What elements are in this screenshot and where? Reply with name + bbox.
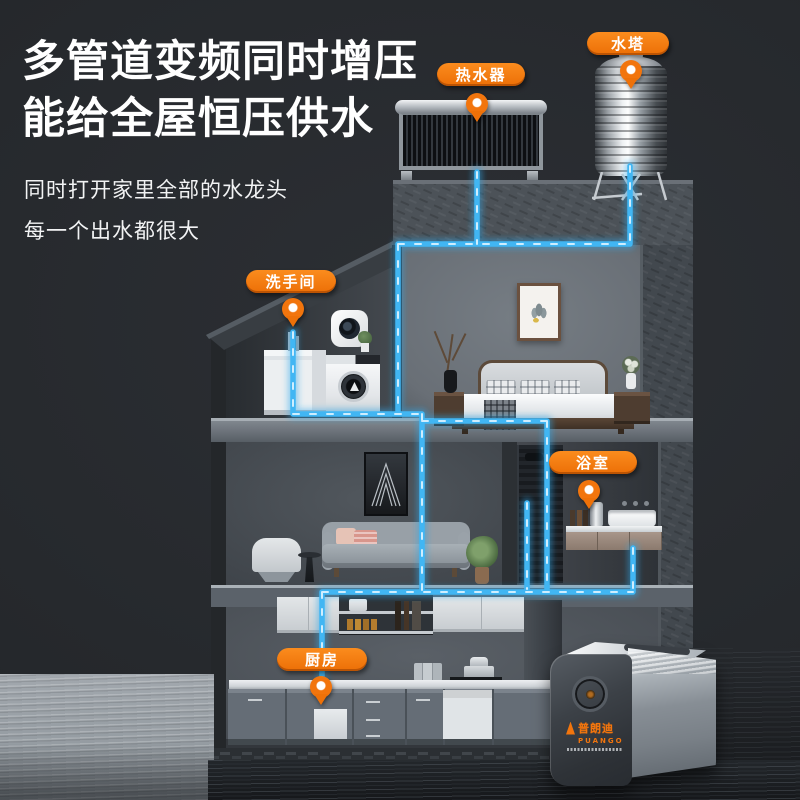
callout-water-heater: 热水器 bbox=[437, 63, 525, 86]
callout-kitchen: 厨房 bbox=[277, 648, 367, 671]
cabinet-seam bbox=[405, 689, 407, 745]
pump-inlet-port bbox=[572, 676, 608, 712]
shelf-dishes bbox=[349, 599, 367, 611]
sofa-leg bbox=[334, 568, 339, 577]
vanity-counter bbox=[566, 526, 662, 532]
brand-microtext-bar bbox=[567, 748, 623, 751]
sofa-leg bbox=[452, 568, 457, 577]
brand-latin-name: PUANGO bbox=[578, 737, 624, 745]
pump-side-face bbox=[628, 648, 716, 778]
kitchen-counter bbox=[229, 680, 561, 689]
upper-cabinet-left bbox=[277, 597, 339, 633]
callout-washroom-label: 洗手间 bbox=[265, 273, 317, 291]
door-handle bbox=[416, 699, 430, 701]
sofa-pillow bbox=[336, 528, 356, 545]
nightstand-right bbox=[614, 392, 650, 424]
pump-front-face: 普朗迪 PUANGO bbox=[550, 654, 632, 786]
brand-name: 普朗迪 bbox=[578, 722, 614, 735]
drawer-handle bbox=[366, 735, 380, 737]
black-vase bbox=[444, 370, 457, 393]
brand-flame-icon bbox=[566, 721, 575, 735]
callout-bathroom-label: 浴室 bbox=[575, 454, 610, 472]
pillow bbox=[486, 380, 516, 395]
tank-cap bbox=[619, 52, 643, 59]
vanity-bottles bbox=[570, 510, 588, 527]
shelf-jars bbox=[347, 619, 377, 630]
open-shelf bbox=[339, 595, 433, 635]
headline-title: 多管道变频同时增压 能给全屋恒压供水 bbox=[22, 34, 418, 148]
solar-water-heater bbox=[393, 92, 549, 180]
callout-bathroom: 浴室 bbox=[549, 451, 637, 474]
pipe-highlight bbox=[292, 165, 634, 685]
upper-cabinet-right bbox=[433, 597, 529, 632]
subhead-line-2: 每一个出水都很大 bbox=[24, 218, 200, 243]
vanity-cabinet bbox=[566, 532, 662, 550]
shelf-board bbox=[339, 631, 433, 634]
bed-leg bbox=[462, 429, 468, 434]
sofa-seat bbox=[322, 544, 470, 568]
location-pin-icon bbox=[620, 60, 642, 90]
washer-control-strip bbox=[326, 355, 380, 364]
washroom-plant bbox=[356, 331, 374, 352]
bedroom-wall-art bbox=[517, 283, 561, 341]
heater-collector-panel bbox=[399, 113, 543, 170]
under-sink-appliance bbox=[314, 709, 347, 739]
water-surface-left bbox=[0, 674, 214, 800]
poster-art bbox=[371, 462, 401, 507]
lower-cabinets bbox=[228, 689, 562, 745]
callout-water-heater-label: 热水器 bbox=[455, 66, 507, 84]
counter-canisters bbox=[414, 663, 442, 681]
roof-slab bbox=[393, 180, 693, 245]
location-pin-icon bbox=[310, 676, 332, 706]
drawer-handle bbox=[366, 701, 380, 703]
living-room-poster bbox=[364, 452, 408, 516]
location-pin-icon bbox=[282, 298, 304, 328]
callout-kitchen-label: 厨房 bbox=[304, 651, 339, 669]
cabinet-seam bbox=[352, 689, 354, 745]
pillow bbox=[520, 380, 550, 395]
washing-machine bbox=[326, 355, 380, 416]
booster-pump-product: 普朗迪 PUANGO bbox=[546, 642, 726, 794]
living-room-plant bbox=[466, 536, 498, 586]
location-pin-icon bbox=[578, 480, 600, 510]
wall-faucet bbox=[622, 500, 652, 506]
drawer-handle bbox=[366, 719, 380, 721]
dishwasher bbox=[443, 690, 492, 739]
callout-water-tower: 水塔 bbox=[587, 32, 669, 55]
location-pin-icon bbox=[466, 93, 488, 123]
heater-foot bbox=[527, 171, 538, 180]
subheadline: 同时打开家里全部的水龙头 每一个出水都很大 bbox=[24, 170, 288, 252]
side-table bbox=[298, 552, 321, 582]
heater-foot bbox=[401, 171, 412, 180]
callout-washroom: 洗手间 bbox=[246, 270, 336, 293]
shelf-board bbox=[339, 611, 433, 614]
living-bath-wall bbox=[502, 442, 517, 585]
door-handle bbox=[248, 699, 262, 701]
brand-logo: 普朗迪 PUANGO bbox=[566, 720, 628, 751]
cabinet-seam bbox=[285, 689, 287, 745]
shelf-bottles bbox=[395, 601, 421, 630]
cooking-pots bbox=[464, 657, 494, 680]
subhead-line-1: 同时打开家里全部的水龙头 bbox=[24, 178, 288, 202]
bed-leg bbox=[618, 429, 624, 434]
wash-basin bbox=[608, 510, 656, 527]
headline-line-2: 能给全屋恒压供水 bbox=[22, 94, 374, 145]
washer-door bbox=[338, 371, 369, 402]
pillow bbox=[554, 380, 580, 395]
headline-line-1: 多管道变频同时增压 bbox=[22, 37, 418, 87]
callout-water-tower-label: 水塔 bbox=[610, 35, 645, 53]
flower-vase bbox=[620, 356, 642, 392]
cabinet-seam bbox=[492, 689, 494, 745]
armchair bbox=[252, 538, 301, 584]
